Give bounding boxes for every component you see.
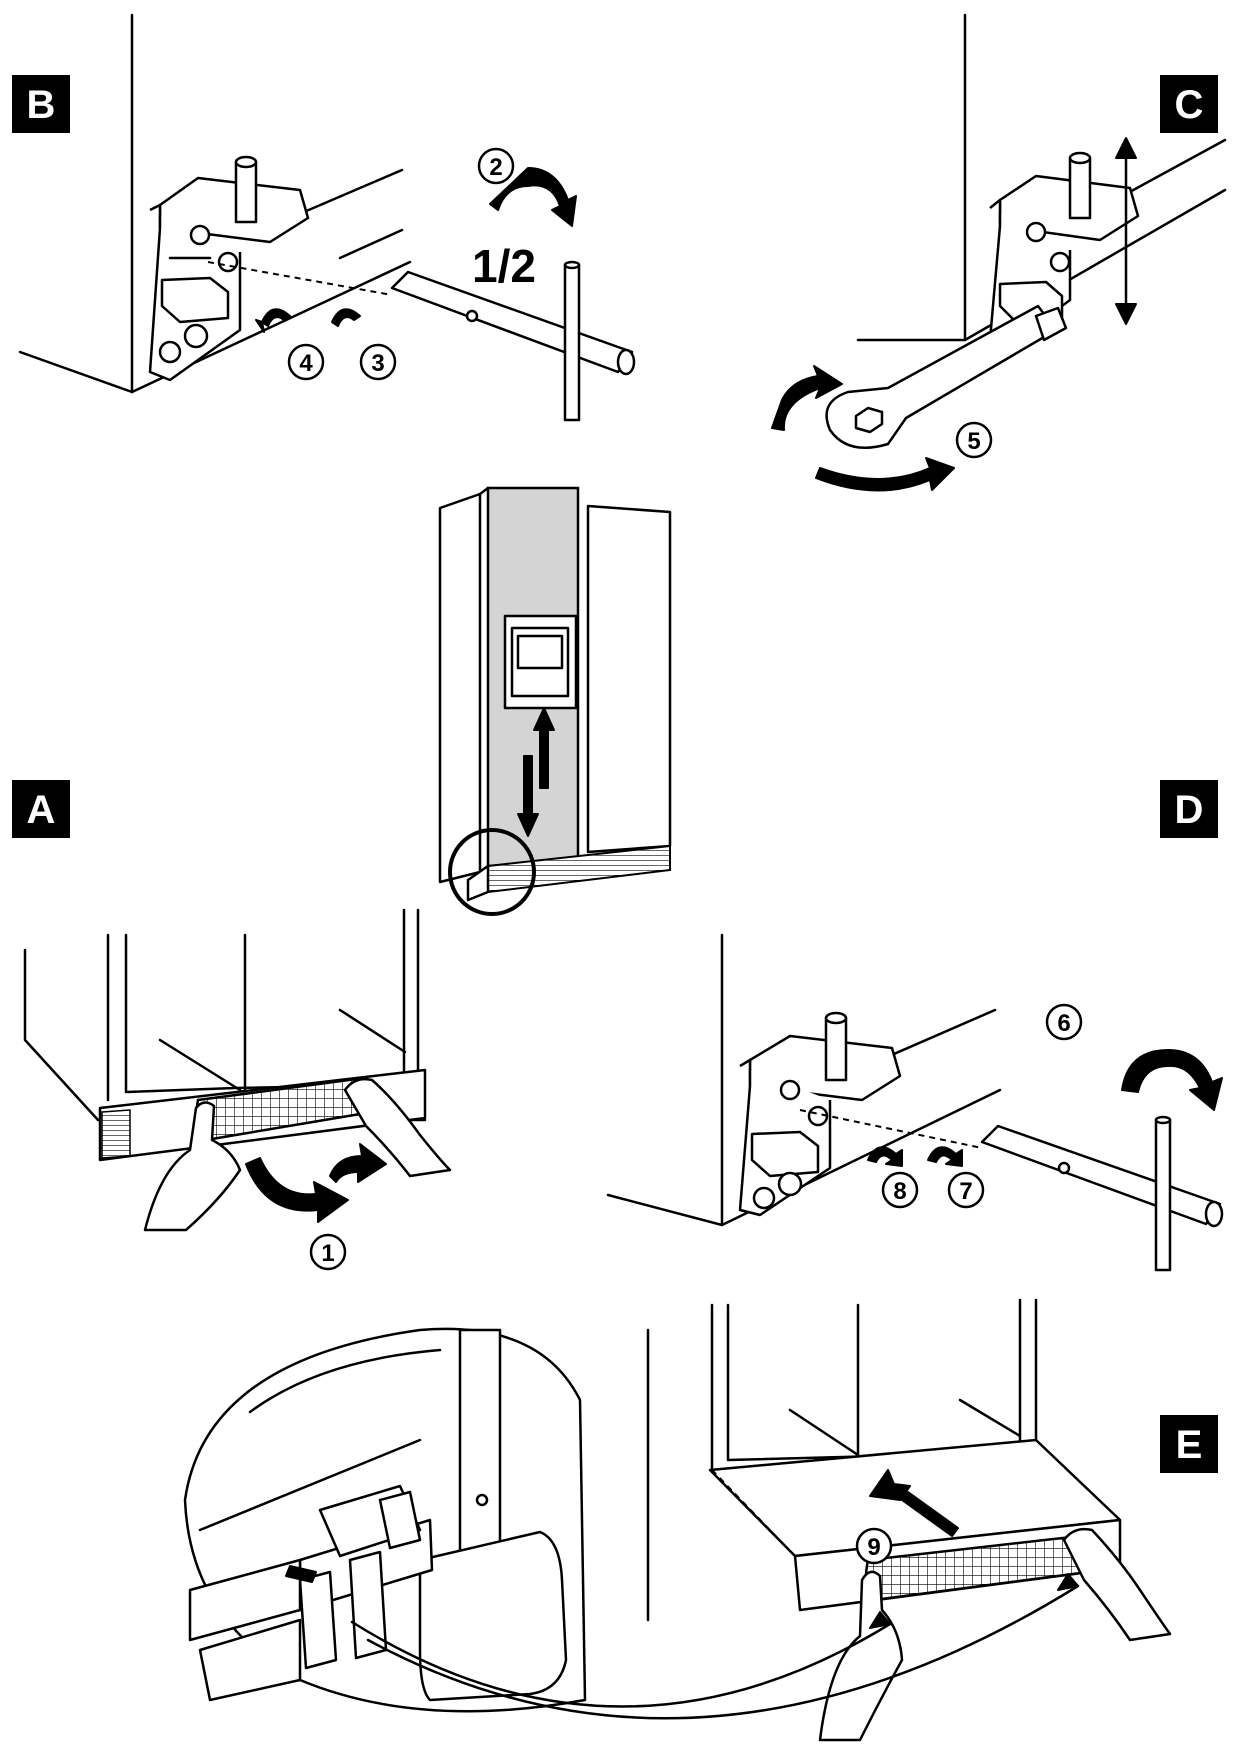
panel-e-label-box (1160, 1415, 1218, 1473)
step-5-number: 5 (967, 428, 980, 455)
spanner-icon (825, 304, 1068, 450)
step-2-badge: 2 (477, 147, 515, 185)
step-3-badge: 3 (359, 343, 397, 381)
step-3-number: 3 (371, 350, 384, 377)
half-turn-label: 1/2 (472, 240, 536, 292)
up-arrow-icon (533, 707, 555, 789)
down-arrow-icon (517, 755, 539, 837)
base-line-b2 (338, 228, 404, 260)
step-4-number: 4 (299, 350, 313, 377)
step-5-badge: 5 (955, 421, 993, 459)
step-6-number: 6 (1057, 1010, 1070, 1037)
floor-line-d (606, 1088, 1002, 1227)
panel-e-label: E (1176, 1423, 1203, 1467)
rotate-arrow-icon (1121, 1049, 1223, 1111)
panel-c: C 5 (771, 13, 1227, 492)
step-8-number: 8 (893, 1178, 906, 1205)
panel-b-label: B (27, 83, 56, 127)
step-1-number: 1 (321, 1240, 334, 1267)
rotate-arrow-icon (815, 457, 955, 492)
step-7-badge: 7 (947, 1171, 985, 1209)
remove-arrow-icon (245, 1157, 349, 1223)
panel-a-label-box (12, 780, 70, 838)
step-9-badge: 9 (855, 1527, 893, 1565)
rotate-arrow-icon (489, 167, 577, 227)
rotate-arrow-icon (927, 1146, 963, 1167)
rotate-arrow-icon (261, 308, 291, 327)
rotate-arrow-icon (867, 1146, 903, 1167)
step-4-badge: 4 (287, 343, 325, 381)
panel-d: D 6 (606, 780, 1224, 1272)
fridge-door-right (586, 504, 672, 854)
step-1-badge: 1 (309, 1233, 347, 1271)
screw-axis-b (207, 261, 393, 296)
hinge-icon (988, 151, 1140, 347)
step-7-number: 7 (959, 1178, 972, 1205)
screw-axis-d (799, 1109, 983, 1149)
clip-arrow-icon (285, 1565, 317, 1583)
hinge-icon (148, 155, 310, 382)
panel-b: B (12, 13, 636, 422)
step-8-badge: 8 (881, 1171, 919, 1209)
connector-curve-right (366, 1584, 1080, 1720)
hinge-icon (738, 1011, 902, 1217)
panel-a: A 1 (12, 780, 452, 1271)
detail-highlight-circle (448, 828, 536, 916)
t-wrench-icon (980, 1115, 1224, 1272)
step-9-number: 9 (867, 1534, 880, 1561)
fridge-overview (438, 486, 672, 916)
panel-e: E 9 (183, 1298, 1218, 1742)
panel-b-label-box (12, 75, 70, 133)
right-hand (1062, 1527, 1172, 1642)
right-hand (343, 1077, 452, 1178)
left-hand (143, 1101, 242, 1232)
step-6-badge: 6 (1045, 1003, 1083, 1041)
panel-d-label: D (1175, 788, 1204, 832)
push-arrow-icon (869, 1469, 911, 1501)
down-arrow-icon (1115, 303, 1137, 325)
fridge-side-left (438, 492, 482, 884)
step-2-number: 2 (489, 154, 502, 181)
panel-c-label-box (1160, 75, 1218, 133)
rotate-arrow-icon (331, 308, 361, 327)
up-arrow-icon (1115, 137, 1137, 159)
base-line-b (288, 168, 404, 220)
rotate-arrow-icon (771, 365, 843, 431)
t-wrench-icon (390, 260, 636, 422)
connector-curve-left (350, 1620, 892, 1708)
panel-d-label-box (1160, 780, 1218, 838)
panel-a-label: A (27, 788, 56, 832)
floor-line-c (856, 188, 1227, 342)
floor-line-b (18, 260, 412, 394)
panel-c-label: C (1175, 83, 1204, 127)
plinth-corner (418, 1530, 568, 1702)
